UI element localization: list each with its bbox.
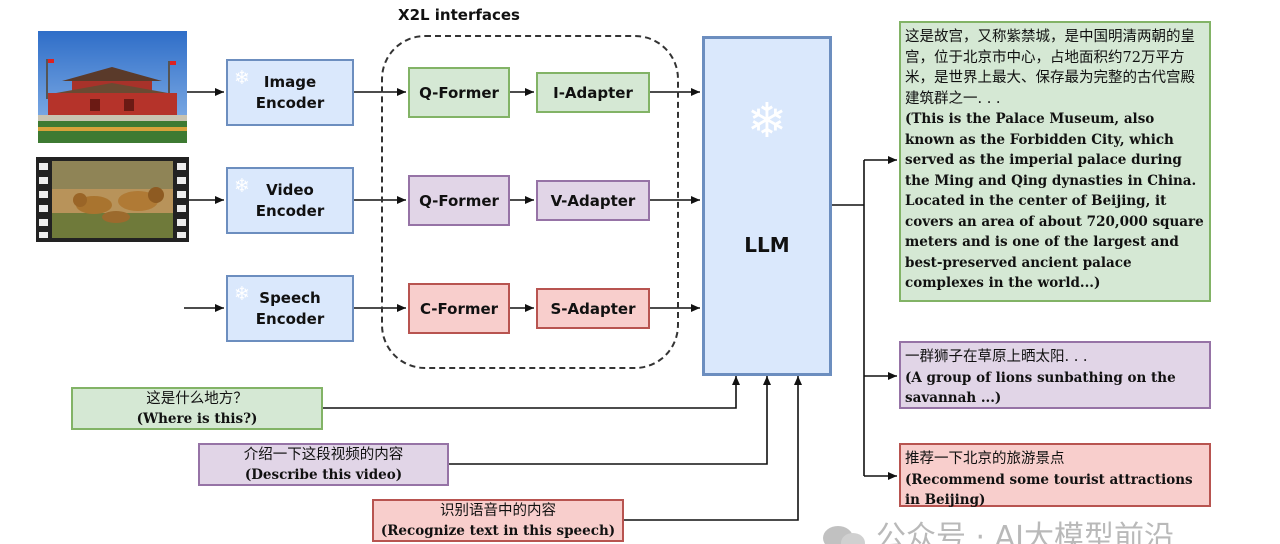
question-en: (Describe this video) — [244, 466, 403, 483]
output-image-answer: 这是故宫，又称紫禁城，是中国明清两朝的皇宫，位于北京市中心，占地面积约72万平方… — [899, 21, 1211, 302]
question-zh: 识别语音中的内容 — [440, 502, 556, 519]
output-zh: 一群狮子在草原上晒太阳. . . — [905, 349, 1088, 365]
snowflake-icon: ❄ — [234, 175, 250, 197]
wechat-icon — [823, 526, 865, 544]
i-adapter: I-Adapter — [536, 72, 650, 113]
question-zh: 介绍一下这段视频的内容 — [243, 446, 404, 463]
lions-video-thumbnail — [36, 157, 189, 242]
q-former-video: Q-Former — [408, 175, 510, 226]
forbidden-city-image — [38, 31, 187, 143]
encoder-label-line1: Speech — [259, 288, 321, 307]
output-zh: 推荐一下北京的旅游景点 — [905, 451, 1065, 467]
x2l-title: X2L interfaces — [398, 6, 520, 24]
s-adapter: S-Adapter — [536, 288, 650, 329]
c-former-speech: C-Former — [408, 283, 510, 334]
question-en: (Recognize text in this speech) — [380, 522, 616, 539]
x2l-interfaces-group — [381, 35, 679, 369]
output-en: (Recommend some tourist attractions in B… — [905, 471, 1193, 509]
snowflake-icon: ❄ — [234, 283, 250, 305]
output-zh: 这是故宫，又称紫禁城，是中国明清两朝的皇宫，位于北京市中心，占地面积约72万平方… — [905, 29, 1195, 107]
q-former-image: Q-Former — [408, 67, 510, 118]
question-speech: 识别语音中的内容 (Recognize text in this speech) — [372, 499, 624, 542]
encoder-label-line2: Encoder — [255, 309, 325, 328]
encoder-label-line1: Image — [263, 72, 317, 91]
watermark: 公众号 · AI大模型前沿 — [822, 520, 1280, 544]
llm-block: ❄ LLM — [702, 36, 832, 376]
snowflake-icon: ❄ — [234, 67, 250, 89]
encoder-label-line1: Video — [266, 180, 314, 199]
question-en: (Where is this?) — [136, 410, 258, 427]
output-speech-answer: 推荐一下北京的旅游景点 (Recommend some tourist attr… — [899, 443, 1211, 509]
speech-waveform-icon — [34, 270, 184, 346]
question-video: 介绍一下这段视频的内容 (Describe this video) — [198, 443, 449, 486]
encoder-label-line2: Encoder — [255, 93, 325, 112]
output-en: (A group of lions sunbathing on the sava… — [905, 369, 1176, 407]
encoder-label-line2: Encoder — [255, 201, 325, 220]
v-adapter: V-Adapter — [536, 180, 650, 221]
llm-label: LLM — [744, 233, 790, 257]
output-en: (This is the Palace Museum, also known a… — [905, 111, 1204, 291]
output-video-answer: 一群狮子在草原上晒太阳. . . (A group of lions sunba… — [899, 341, 1211, 409]
question-image: 这是什么地方？ (Where is this?) — [71, 387, 323, 430]
snowflake-icon: ❄ — [746, 93, 788, 149]
watermark-text: 公众号 · AI大模型前沿 — [876, 520, 1174, 544]
question-zh: 这是什么地方？ — [146, 390, 248, 407]
